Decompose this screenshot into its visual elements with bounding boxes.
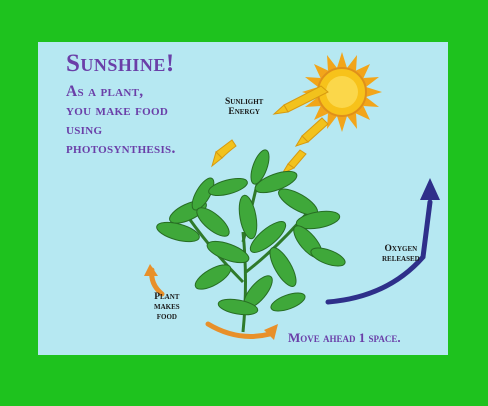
oxygen-arrow-icon	[328, 178, 440, 302]
description-line: As a plant,	[66, 82, 176, 101]
label-line: released	[382, 254, 420, 264]
label-line: makes	[154, 302, 180, 312]
food-arrow-head-icon	[144, 264, 158, 276]
move-instruction: Move ahead 1 space.	[288, 330, 401, 346]
card-description: As a plant, you make food using photosyn…	[66, 82, 176, 158]
description-line: using	[66, 120, 176, 139]
game-card[interactable]: Sunshine! As a plant, you make food usin…	[38, 42, 448, 355]
card-title: Sunshine!	[66, 50, 175, 78]
label-line: Sunlight	[225, 97, 263, 107]
oxygen-released-label: Oxygen released	[382, 244, 420, 264]
description-line: you make food	[66, 101, 176, 120]
label-line: Energy	[225, 107, 263, 117]
label-line: Plant	[154, 292, 180, 302]
food-arrow-head-icon	[264, 324, 278, 340]
label-line: food	[154, 312, 180, 322]
sunlight-energy-label: Sunlight Energy	[225, 97, 263, 117]
label-line: Oxygen	[382, 244, 420, 254]
plant-icon	[155, 148, 348, 332]
plant-makes-food-label: Plant makes food	[154, 292, 180, 322]
description-line: photosynthesis.	[66, 139, 176, 158]
